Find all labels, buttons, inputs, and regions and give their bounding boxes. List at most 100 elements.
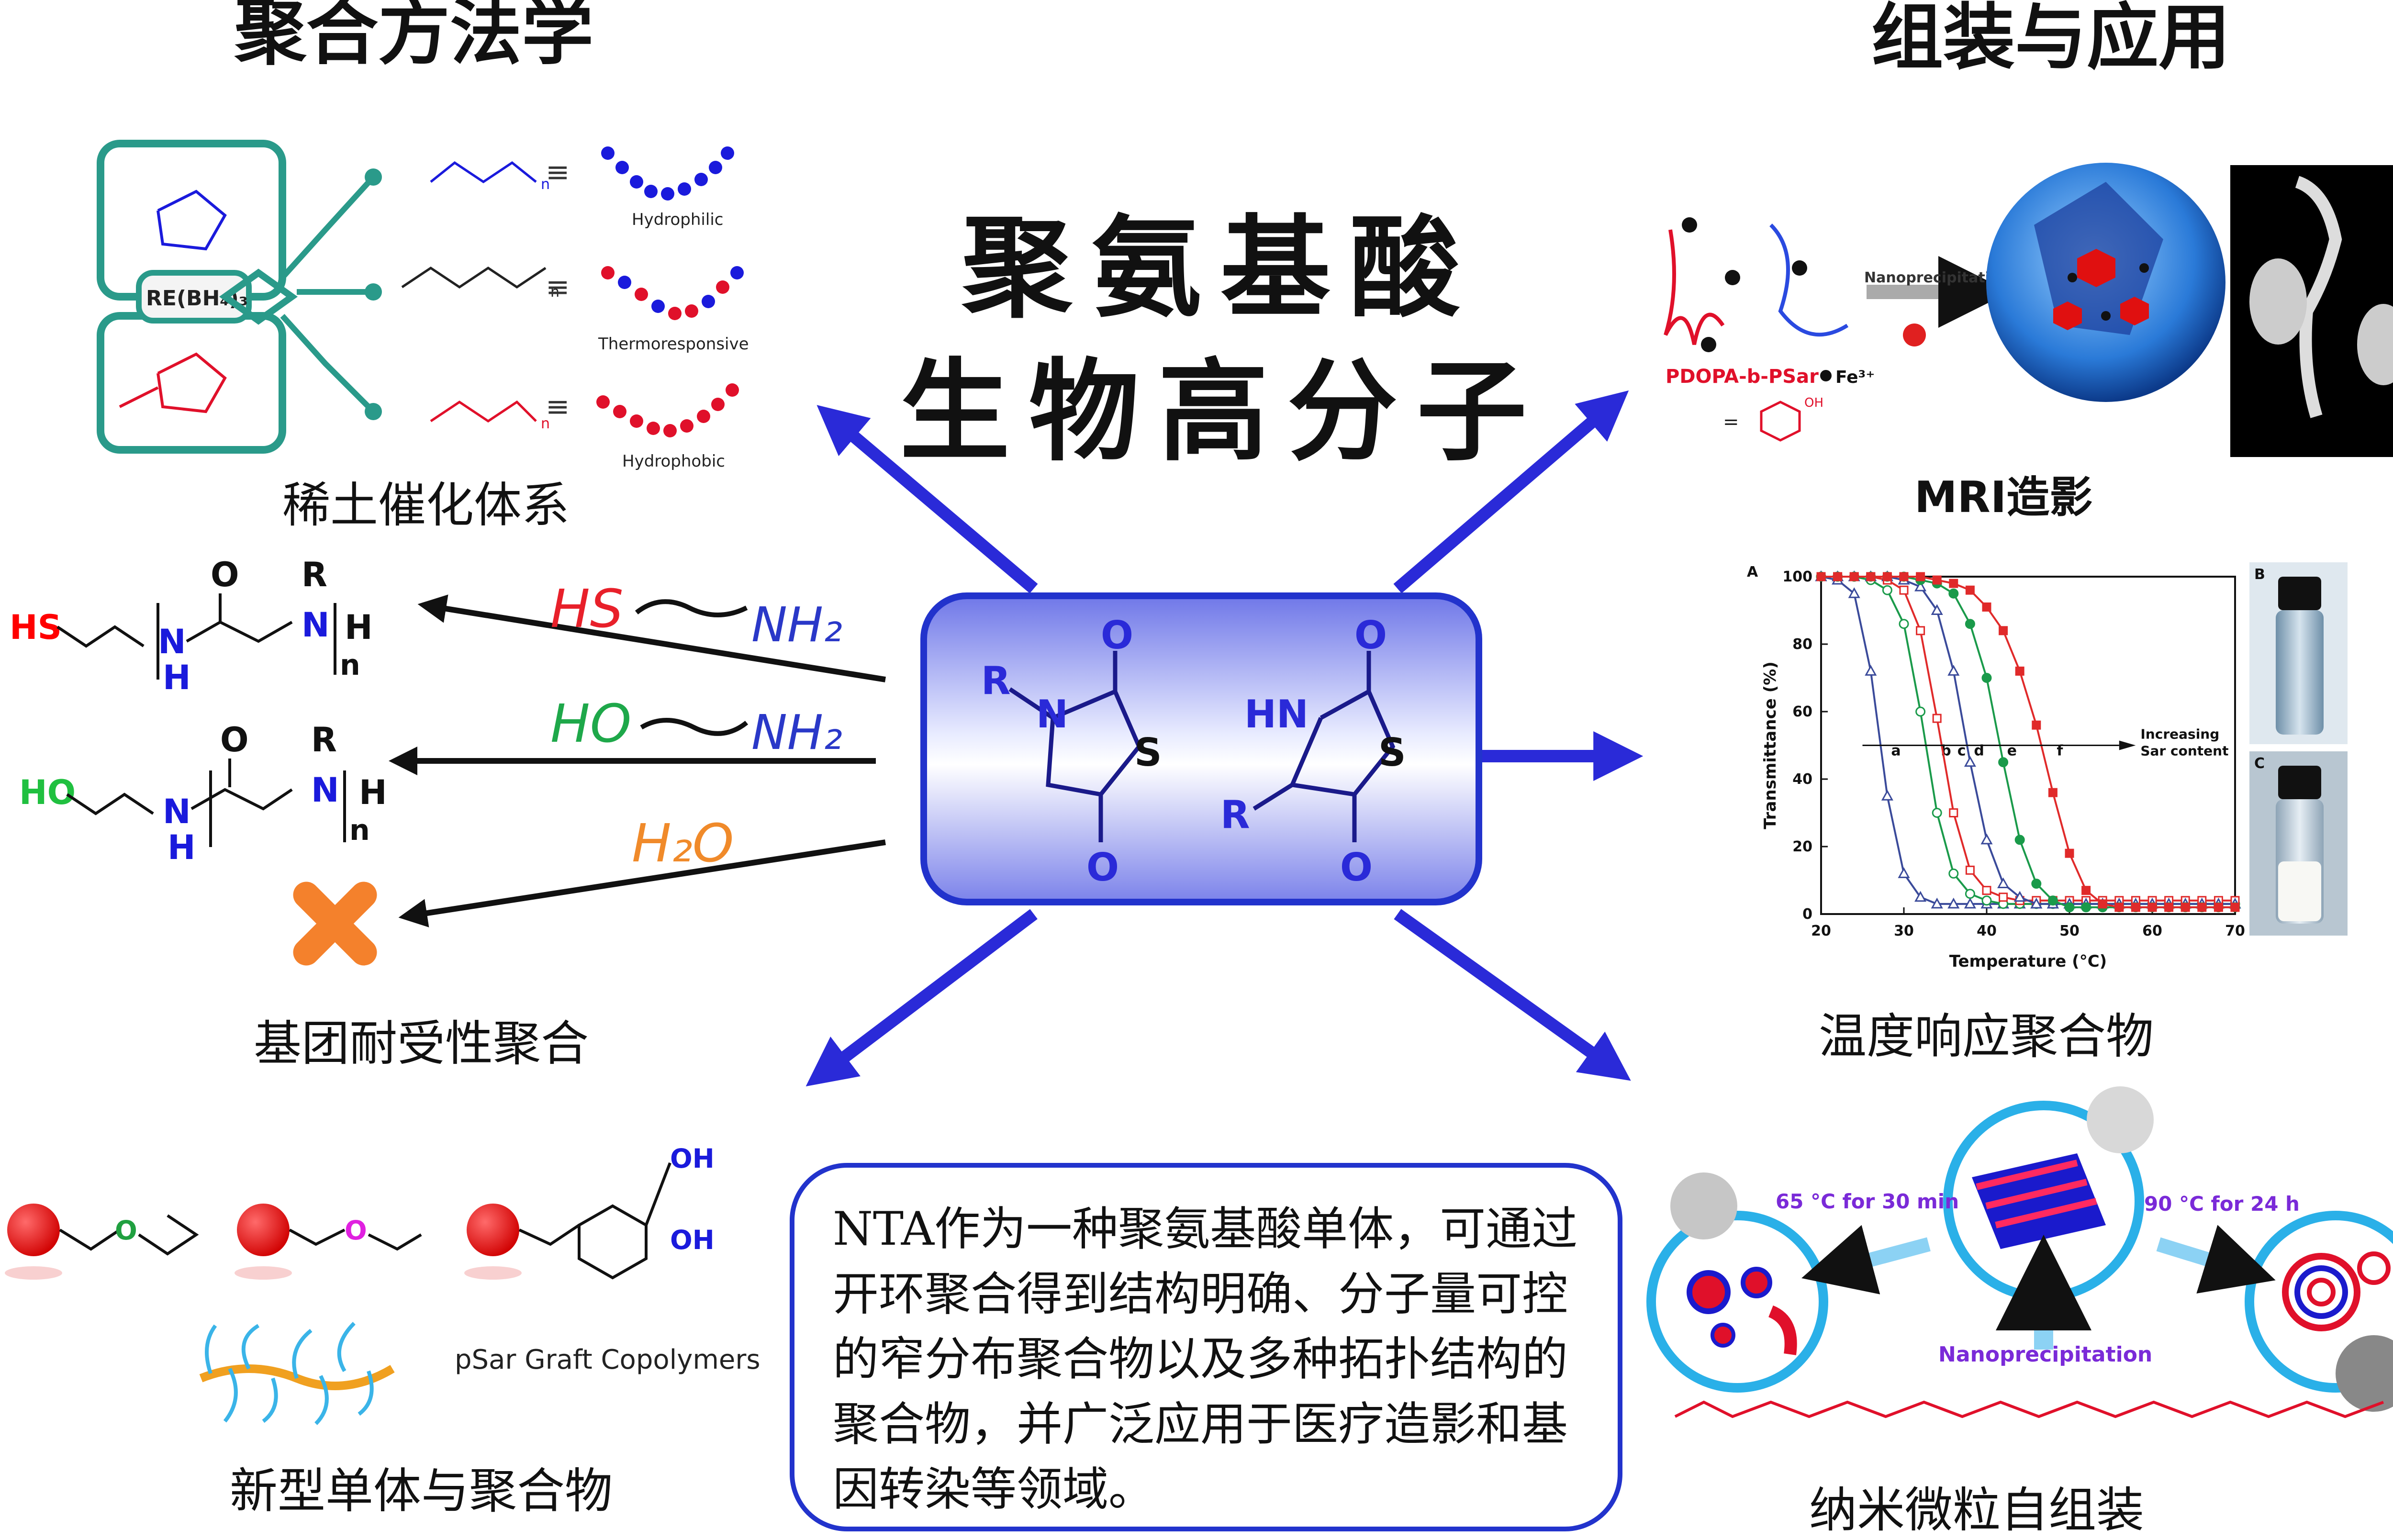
point-d-6 bbox=[1914, 580, 1927, 591]
assembly-panel: 65 °C for 30 min 90 °C for 24 h Nanoprec… bbox=[1646, 1086, 2393, 1538]
point-d-13 bbox=[2030, 897, 2043, 909]
x-tick-label-2: 40 bbox=[1977, 923, 1997, 939]
point-f-18 bbox=[2114, 903, 2124, 912]
catalyst-n-3: n bbox=[541, 415, 550, 432]
point-f-1 bbox=[1833, 572, 1843, 581]
assembly-right-condition: 90 °C for 24 h bbox=[2144, 1192, 2300, 1216]
point-f-3 bbox=[1866, 572, 1876, 581]
product2-r: R bbox=[311, 720, 337, 759]
series-label-f: f bbox=[2057, 743, 2063, 759]
point-e-10 bbox=[1981, 673, 1992, 683]
series-label-c: c bbox=[1957, 743, 1966, 759]
x-tick-label-1: 30 bbox=[1894, 923, 1914, 939]
y-axis-label: Transmittance (%) bbox=[1761, 661, 1780, 829]
point-f-10 bbox=[1982, 602, 1991, 612]
point-d-11 bbox=[1997, 877, 2010, 889]
new-monomers-label: 新型单体与聚合物 bbox=[230, 1463, 613, 1519]
initiator-thiol-left: HS bbox=[550, 578, 624, 639]
catalyst-n-1: n bbox=[541, 176, 550, 193]
point-b-6 bbox=[1915, 706, 1926, 717]
product2-h: H bbox=[168, 828, 196, 867]
point-e-13 bbox=[2031, 879, 2042, 889]
aa-o-bottom: O bbox=[1340, 845, 1373, 890]
arrow-up-left bbox=[816, 405, 1038, 593]
thermoresponsive-chain bbox=[601, 266, 744, 320]
catalyst-panel: RE(BH₄)₃ n n n ≡ ≡ ≡ bbox=[97, 140, 749, 533]
arrow-water bbox=[398, 839, 886, 927]
y-tick-label-5: 100 bbox=[1782, 569, 1812, 585]
series-label-a: a bbox=[1891, 743, 1901, 759]
product1-n-right: N bbox=[302, 605, 330, 645]
mri-fe: Fe³⁺ bbox=[1835, 368, 1875, 387]
annotation-line-2: Sar content bbox=[2140, 743, 2228, 759]
new-monomers-panel: O O OH OH pSar Graft Copolymers 新型单体与聚合物 bbox=[5, 1143, 760, 1519]
label-hydrophobic: Hydrophobic bbox=[622, 452, 725, 471]
initiator-thiol-right: NH₂ bbox=[751, 597, 842, 653]
product1-r: R bbox=[302, 555, 327, 594]
point-c-5 bbox=[1899, 585, 1909, 595]
point-d-9 bbox=[1964, 756, 1976, 767]
increasing-arrow-head bbox=[2119, 740, 2136, 750]
sar-n-label: N bbox=[1036, 692, 1068, 737]
point-f-8 bbox=[1949, 579, 1958, 588]
thermo-label: 温度响应聚合物 bbox=[1819, 1008, 2154, 1064]
sar-o-bottom: O bbox=[1086, 845, 1119, 890]
point-f-17 bbox=[2098, 899, 2107, 909]
point-e-11 bbox=[1998, 757, 2009, 768]
arrow-up-right bbox=[1393, 390, 1629, 593]
point-a-2 bbox=[1848, 587, 1860, 598]
monomer-oh-1: OH bbox=[670, 1143, 715, 1174]
point-f-21 bbox=[2164, 903, 2174, 912]
product1-o: O bbox=[211, 555, 239, 594]
point-f-20 bbox=[2147, 903, 2157, 912]
mri-polymer: PDOPA-b-PSar bbox=[1666, 366, 1819, 388]
assembly-label: 纳米微粒自组装 bbox=[1809, 1482, 2144, 1538]
equiv-1: ≡ bbox=[546, 156, 570, 189]
point-f-16 bbox=[2081, 886, 2091, 895]
arrow-thiol bbox=[417, 594, 886, 682]
point-f-2 bbox=[1849, 572, 1859, 581]
product2-o: O bbox=[220, 720, 249, 759]
point-e-8 bbox=[1948, 588, 1959, 599]
y-tick-label-3: 60 bbox=[1792, 703, 1812, 720]
graft-label: pSar Graft Copolymers bbox=[455, 1344, 760, 1375]
point-f-22 bbox=[2181, 903, 2190, 912]
mri-oh: OH bbox=[1804, 396, 1823, 410]
label-thermoresponsive: Thermoresponsive bbox=[598, 335, 749, 354]
point-f-13 bbox=[2032, 720, 2041, 730]
description-text: NTA作为一种聚氨基酸单体，可通过开环聚合得到结构明确、分子量可控的窄分布聚合物… bbox=[833, 1202, 1578, 1516]
aa-s-label: S bbox=[1378, 730, 1406, 775]
initiator-hydroxyl-right: NH₂ bbox=[751, 704, 842, 760]
point-e-16 bbox=[2081, 902, 2091, 913]
hydrophobic-chain bbox=[596, 383, 739, 437]
cross-icon bbox=[293, 882, 377, 966]
point-e-12 bbox=[2014, 835, 2025, 845]
product1-h: H bbox=[163, 658, 191, 697]
point-d-12 bbox=[2013, 891, 2026, 902]
point-b-8 bbox=[1948, 868, 1959, 879]
label-hydrophilic: Hydrophilic bbox=[632, 210, 723, 229]
aa-nta-structure bbox=[1252, 651, 1396, 842]
y-tick-label-4: 80 bbox=[1792, 636, 1812, 653]
product2-end: HO bbox=[19, 773, 76, 812]
center-title-line1: 聚氨基酸 bbox=[961, 203, 1479, 333]
point-f-4 bbox=[1882, 572, 1892, 581]
mri-panel: Nanoprecipitation PDOPA-b-PSar Fe³⁺ = OH… bbox=[1664, 163, 2393, 523]
x-tick-label-0: 20 bbox=[1811, 923, 1831, 939]
point-f-5 bbox=[1899, 572, 1909, 581]
series-label-d: d bbox=[1974, 743, 1984, 759]
y-tick-label-1: 20 bbox=[1792, 838, 1812, 855]
monomer-oh-2: OH bbox=[670, 1225, 715, 1255]
x-tick-label-5: 70 bbox=[2225, 923, 2245, 939]
center-monomer-box: R N O S O HN O S R O bbox=[920, 592, 1482, 905]
product2-n-right: N bbox=[311, 770, 339, 810]
catalyst-n-2: n bbox=[550, 284, 559, 301]
point-e-15 bbox=[2064, 902, 2075, 913]
chart-frame bbox=[1820, 576, 2236, 915]
product1-h-right: H bbox=[345, 608, 373, 647]
point-f-19 bbox=[2131, 903, 2140, 912]
mri-equals: = bbox=[1723, 411, 1739, 433]
point-f-14 bbox=[2048, 788, 2058, 797]
assembly-process: Nanoprecipitation bbox=[1938, 1342, 2152, 1367]
